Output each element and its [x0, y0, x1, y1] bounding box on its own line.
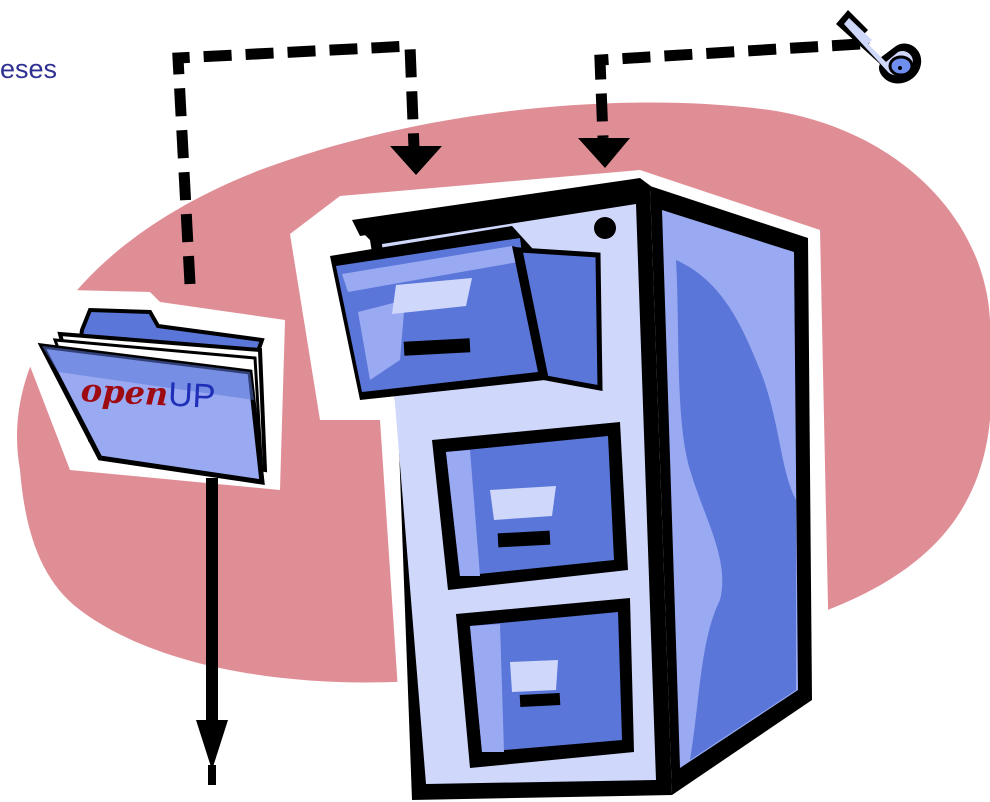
folder-label: openUP [79, 371, 261, 430]
slide-caption: eses [0, 54, 57, 84]
folder-label-open: open [80, 371, 169, 414]
folder-label-up: UP [167, 376, 216, 416]
